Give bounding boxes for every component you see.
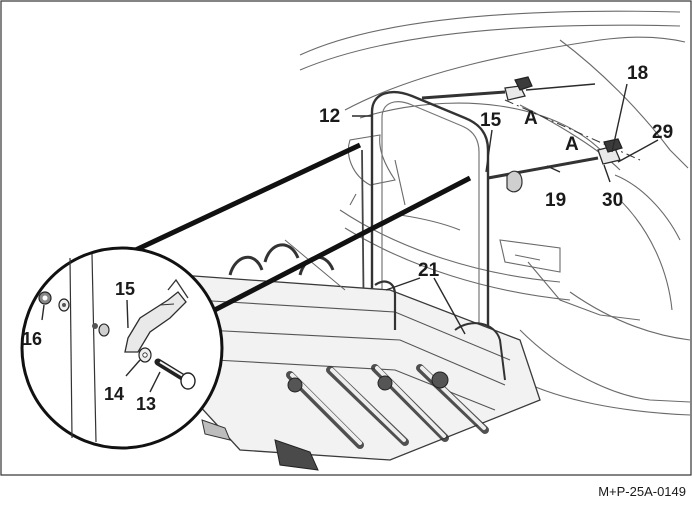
callout-21: 21 xyxy=(418,260,440,281)
callout-19: 19 xyxy=(545,190,566,211)
figure-frame xyxy=(0,0,692,476)
alignment-line xyxy=(504,99,641,161)
callout-13: 13 xyxy=(136,394,156,414)
callout-a-lower: A xyxy=(565,134,579,155)
callout-29: 29 xyxy=(652,122,673,143)
callout-15-detail: 15 xyxy=(115,279,135,299)
detail-magnifier xyxy=(20,142,472,450)
callout-16: 16 xyxy=(22,329,42,349)
callout-14: 14 xyxy=(104,384,124,404)
callout-a-upper: A xyxy=(524,108,538,129)
figure-reference-code: M+P-25A-0149 xyxy=(598,484,686,499)
vehicle-rear-body xyxy=(299,10,691,416)
carrier-frame xyxy=(179,91,541,471)
upper-tensioning-strap xyxy=(421,76,533,101)
callout-12: 12 xyxy=(319,106,340,127)
lower-tensioning-strap xyxy=(487,138,623,193)
leader-lines xyxy=(41,83,659,393)
callout-30: 30 xyxy=(602,190,623,211)
callout-18: 18 xyxy=(627,63,648,84)
callout-15-top: 15 xyxy=(480,110,502,131)
